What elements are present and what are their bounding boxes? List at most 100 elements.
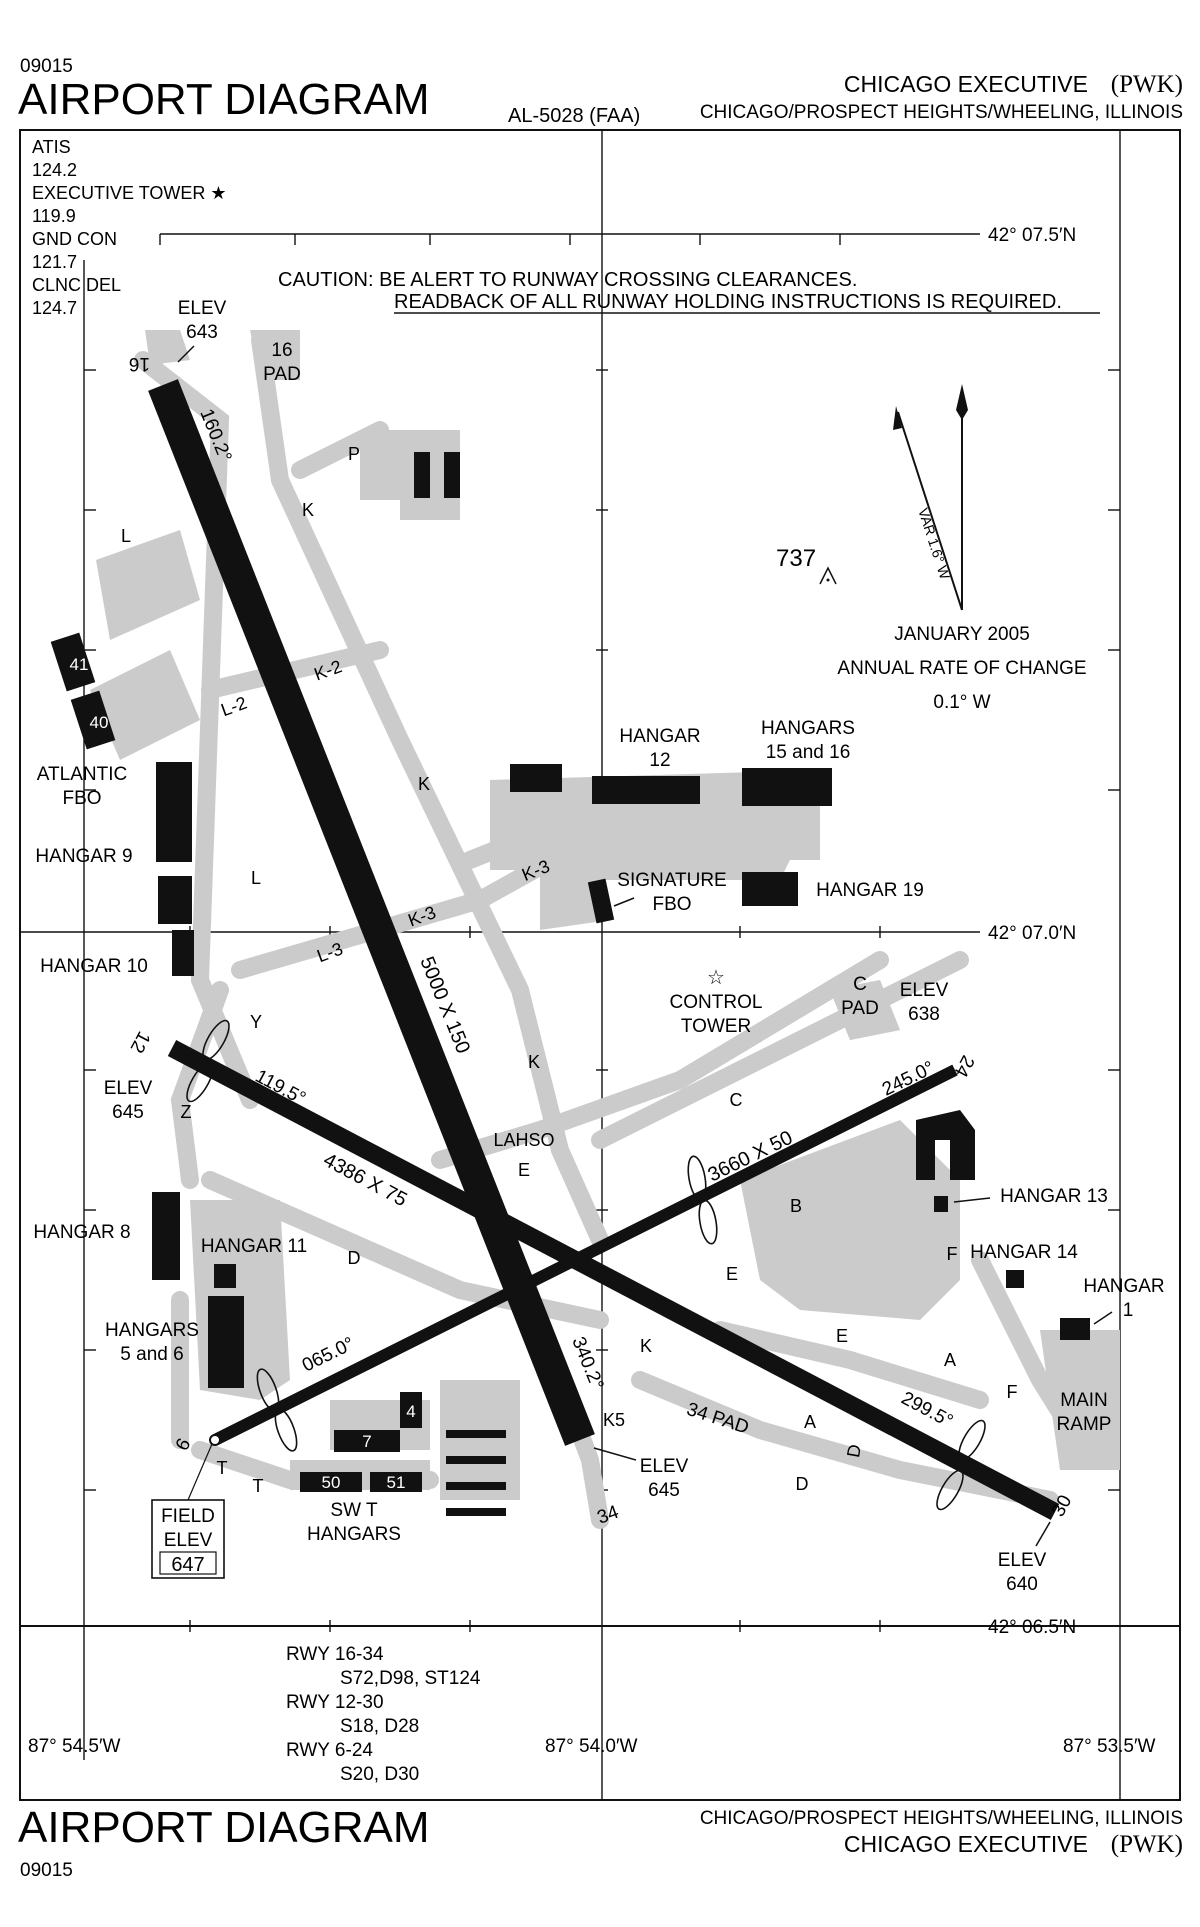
true-north-arrow-icon [956, 384, 968, 420]
taxiway-k-path [251, 331, 609, 1249]
field-elevation-marker [209, 1434, 221, 1446]
taxiway-k-mid: K [418, 774, 430, 794]
hangar-10-label: HANGAR 10 [40, 956, 148, 977]
buildings [50, 452, 1090, 1516]
building-hangars-5-6 [208, 1296, 244, 1388]
hangars-15-16-line1: HANGARS [761, 718, 855, 739]
building-tee-4 [446, 1508, 506, 1516]
caution-note: CAUTION: BE ALERT TO RUNWAY CROSSING CLE… [278, 269, 1100, 314]
taxiway-y: Y [250, 1012, 262, 1032]
building-hangar-19 [742, 872, 798, 906]
magvar-rate-value: 0.1° W [933, 692, 990, 713]
building-hangar-13-complex [916, 1110, 975, 1180]
label-7: 7 [362, 1432, 371, 1451]
hangars-5-6-line1: HANGARS [105, 1320, 199, 1341]
lon-left: 87° 54.5′W [28, 1736, 121, 1757]
building-4 [400, 1392, 422, 1428]
taxiway-z: Z [181, 1102, 192, 1122]
building-hangar-9 [158, 876, 192, 924]
footer-airport-name: CHICAGO EXECUTIVE [844, 1831, 1088, 1857]
runways [148, 379, 1060, 1520]
lon-right: 87° 53.5′W [1063, 1736, 1156, 1757]
taxiway-e-south: E [836, 1326, 848, 1346]
footer: AIRPORT DIAGRAM 09015 CHICAGO/PROSPECT H… [18, 1803, 1183, 1881]
footer-chart-id: 09015 [20, 1860, 73, 1881]
strength-val-3: S20, D30 [340, 1764, 419, 1785]
hangar-8-label: HANGAR 8 [33, 1222, 130, 1243]
atlantic-fbo-line1: ATLANTIC [37, 764, 127, 785]
al-number: AL-5028 (FAA) [508, 105, 640, 127]
elev-16-value: 643 [186, 322, 218, 343]
building-hangar-12 [592, 776, 700, 804]
pad-c-line1: C [853, 974, 867, 995]
field-elev-line2: ELEV [164, 1530, 213, 1551]
taxiway-k-south: K [640, 1336, 652, 1356]
freq-tower-name: EXECUTIVE TOWER ★ [32, 183, 227, 203]
swt-hangars-line2: HANGARS [307, 1524, 401, 1545]
freq-gnd-name: GND CON [32, 229, 117, 249]
coordinate-labels: 42° 07.5′N 42° 07.0′N 42° 06.5′N 87° 54.… [28, 225, 1156, 1757]
magvar-label: VAR 1.6° W [915, 506, 953, 582]
strength-val-2: S18, D28 [340, 1716, 419, 1737]
taxiway-k-north: K [302, 500, 314, 520]
hangar-19-label: HANGAR 19 [816, 880, 924, 901]
hangar-1-line1: HANGAR [1083, 1276, 1164, 1297]
frequency-list: ATIS 124.2 EXECUTIVE TOWER ★ 119.9 GND C… [32, 137, 227, 318]
control-tower-icon: ☆ [707, 967, 725, 989]
taxiway-d-east-b: D [796, 1474, 809, 1494]
main-ramp-line1: MAIN [1060, 1390, 1108, 1411]
main-ramp-line2: RAMP [1057, 1414, 1112, 1435]
hangar-14-label: HANGAR 14 [970, 1242, 1078, 1263]
chart-id: 09015 [20, 56, 73, 77]
pad-16-line1: 16 [271, 340, 292, 361]
airport-code: (PWK) [1111, 71, 1183, 98]
label-4: 4 [406, 1402, 415, 1421]
magvar-date: JANUARY 2005 [894, 624, 1030, 645]
hangar-13-label: HANGAR 13 [1000, 1186, 1108, 1207]
building-labels: ATLANTIC FBO HANGAR 9 HANGAR 10 HANGAR 1… [33, 718, 1164, 1545]
field-elev-value: 647 [171, 1554, 204, 1576]
swt-hangars-line1: SW T [330, 1500, 378, 1521]
obstacle: 737 [776, 545, 837, 585]
taxiway-l-b: L [251, 868, 261, 888]
runway-6-24 [212, 1064, 958, 1446]
lahso-label: LAHSO [493, 1130, 554, 1150]
taxiway-d-west: D [348, 1248, 361, 1268]
magnetic-north-arrow-icon [893, 406, 902, 430]
header: 09015 AIRPORT DIAGRAM AL-5028 (FAA) CHIC… [18, 56, 1183, 127]
building-51 [370, 1472, 422, 1492]
airport-name: CHICAGO EXECUTIVE [844, 71, 1088, 97]
building-hangar-10 [172, 930, 194, 976]
hangar-12-line1: HANGAR [619, 726, 700, 747]
building-hangar-8 [152, 1192, 180, 1280]
signature-fbo-line1: SIGNATURE [617, 870, 726, 891]
footer-location: CHICAGO/PROSPECT HEIGHTS/WHEELING, ILLIN… [700, 1808, 1183, 1829]
taxiway-f-a: F [947, 1244, 958, 1264]
taxiway-t-b: T [253, 1476, 264, 1496]
label-41: 41 [70, 655, 89, 674]
pad-c-line2: PAD [841, 998, 879, 1019]
strength-val-1: S72,D98, ST124 [340, 1668, 481, 1689]
building-hangar-1 [1060, 1318, 1090, 1340]
taxiway-labels: P K K K K K-2 K-3 K-3 K5 L L L-2 L-3 Y Z… [121, 444, 1018, 1496]
caution-line-1: CAUTION: BE ALERT TO RUNWAY CROSSING CLE… [278, 269, 857, 291]
lahso-markers [186, 1019, 986, 1511]
runway-16-34 [148, 379, 595, 1446]
hangar-12-line2: 12 [649, 750, 670, 771]
label-50: 50 [322, 1473, 341, 1492]
taxiway-b: B [790, 1196, 802, 1216]
lat-bottom: 42° 06.5′N [988, 1617, 1076, 1638]
caution-line-2: READBACK OF ALL RUNWAY HOLDING INSTRUCTI… [394, 291, 1062, 313]
taxiway-e-mid: E [726, 1264, 738, 1284]
building-hangar-14 [1006, 1270, 1024, 1288]
elev-16-label: ELEV [178, 298, 227, 319]
elev-12-value: 645 [112, 1102, 144, 1123]
runway-strength-table: RWY 16-34 S72,D98, ST124 RWY 12-30 S18, … [286, 1644, 481, 1785]
runway-12-30 [167, 1040, 1060, 1520]
hangars-15-16-line2: 15 and 16 [766, 742, 851, 763]
freq-atis-value: 124.2 [32, 160, 77, 180]
magvar-rate-label: ANNUAL RATE OF CHANGE [837, 658, 1086, 679]
control-tower-line2: TOWER [681, 1016, 751, 1037]
building-tee-3 [446, 1482, 506, 1490]
taxiway-a-b: A [804, 1412, 816, 1432]
